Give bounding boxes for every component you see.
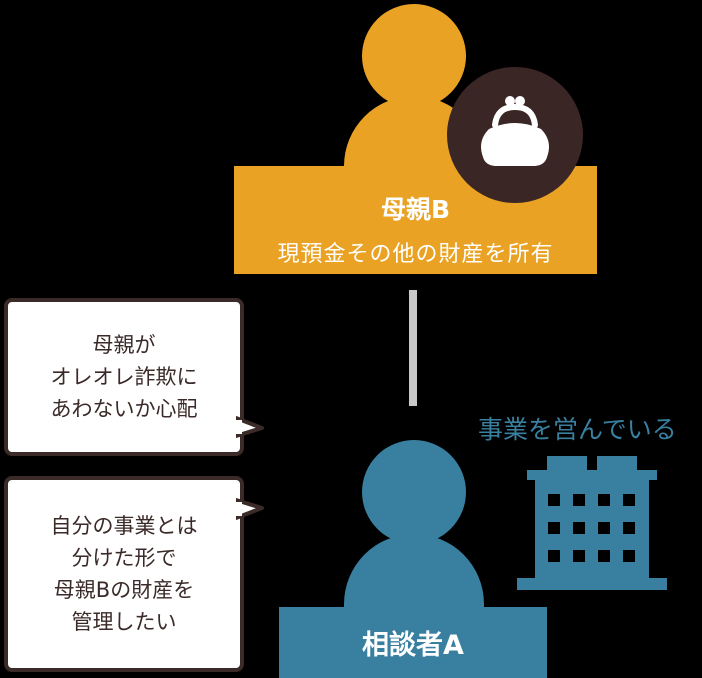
consultant-head — [362, 440, 466, 544]
business-label: 事業を営んでいる — [478, 415, 677, 444]
consultant-name: 相談者A — [362, 630, 464, 661]
bubble-text-line: あわないか心配 — [50, 397, 198, 421]
mother-head — [362, 4, 466, 108]
connector-line — [409, 290, 417, 406]
purse-badge — [447, 67, 583, 203]
speech-bubble-goal: 自分の事業とは 分けた形で 母親Bの財産を 管理したい — [4, 476, 244, 672]
building-icon — [517, 456, 667, 590]
bubble-tail-1 — [236, 416, 264, 438]
bubble-text-line: 母親が — [92, 333, 156, 357]
mother-description: 現預金その他の財産を所有 — [277, 242, 554, 267]
consultant-label-box: 相談者A — [279, 607, 547, 678]
purse-icon — [481, 96, 549, 166]
mother-label-box: 母親B 現預金その他の財産を所有 — [234, 166, 597, 274]
bubble-text-line: 分けた形で — [71, 546, 177, 570]
bubble-tail-2 — [236, 498, 264, 520]
bubble-text-line: 自分の事業とは — [50, 514, 198, 538]
bubble-text-line: 母親Bの財産を — [53, 578, 195, 602]
mother-name: 母親B — [380, 195, 451, 224]
speech-bubble-worry: 母親が オレオレ詐欺に あわないか心配 — [4, 298, 244, 456]
bubble-text-line: 管理したい — [71, 610, 177, 634]
bubble-text-line: オレオレ詐欺に — [50, 365, 198, 389]
